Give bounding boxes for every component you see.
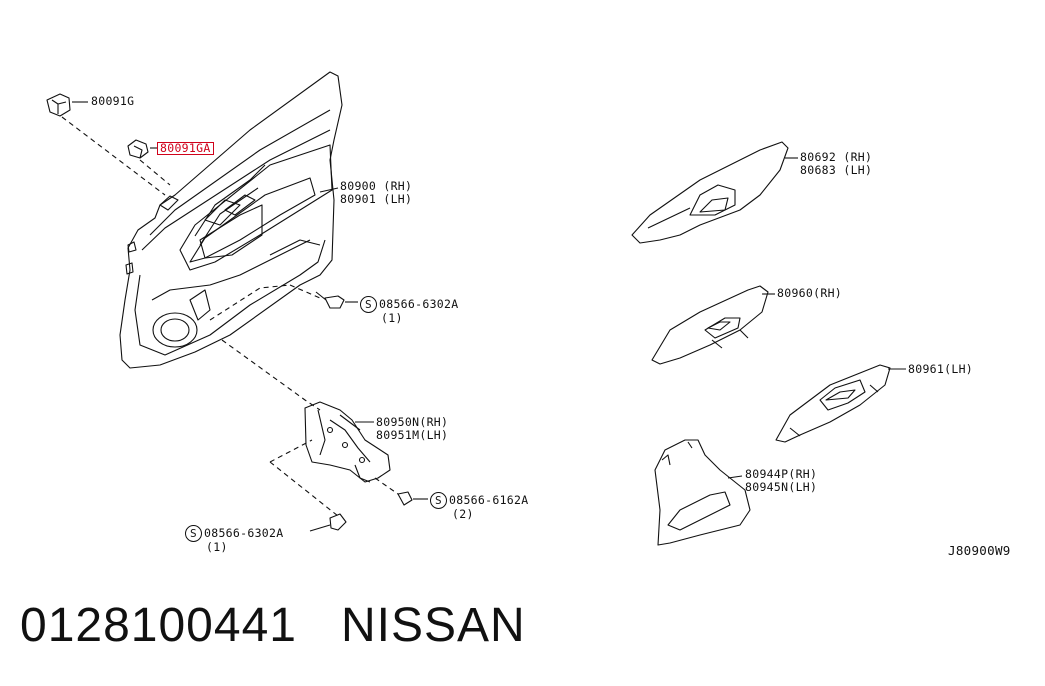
door-trim-panel bbox=[119, 71, 343, 369]
screw-symbol-icon: S bbox=[185, 525, 202, 542]
label-80951m: 80951M(LH) bbox=[376, 428, 449, 442]
parts-diagram bbox=[46, 71, 906, 546]
label-80950n: 80950N(RH) bbox=[376, 415, 449, 429]
label-80683: 80683 (LH) bbox=[800, 163, 873, 177]
switch-panel-80961 bbox=[775, 364, 891, 443]
label-80961: 80961(LH) bbox=[908, 362, 974, 376]
clip-80091g bbox=[46, 93, 71, 117]
screw-symbol-icon: S bbox=[360, 296, 377, 313]
screw-mid-number: 08566-6162A bbox=[449, 493, 529, 507]
label-80091ga-highlighted[interactable]: 80091GA bbox=[157, 142, 214, 155]
label-80692: 80692 (RH) bbox=[800, 150, 873, 164]
screw-lower-number: 08566-6302A bbox=[204, 526, 284, 540]
label-screw-lower-qty: (1) bbox=[206, 540, 228, 554]
finisher-80944p bbox=[654, 439, 751, 546]
diagram-code: J80900W9 bbox=[948, 543, 1011, 558]
brand-name: NISSAN bbox=[340, 599, 526, 652]
clip-80091ga bbox=[127, 139, 149, 159]
label-80944p: 80944P(RH) bbox=[745, 467, 818, 481]
label-screw-upper-qty: (1) bbox=[381, 311, 403, 325]
label-80945n: 80945N(LH) bbox=[745, 480, 818, 494]
screw-upper bbox=[315, 291, 345, 309]
switch-panel-80960 bbox=[651, 285, 769, 365]
label-80900: 80900 (RH) bbox=[340, 179, 413, 193]
label-80901: 80901 (LH) bbox=[340, 192, 413, 206]
screw-upper-number: 08566-6302A bbox=[379, 297, 459, 311]
footer-caption: 0128100441 NISSAN bbox=[20, 598, 526, 653]
screw-symbol-icon: S bbox=[430, 492, 447, 509]
label-80960: 80960(RH) bbox=[777, 286, 843, 300]
label-screw-mid-qty: (2) bbox=[452, 507, 474, 521]
label-80091g: 80091G bbox=[91, 94, 135, 108]
screw-lower bbox=[329, 513, 347, 531]
bracket bbox=[304, 401, 391, 483]
part-number: 0128100441 bbox=[20, 599, 297, 652]
finisher-80692 bbox=[631, 141, 789, 244]
screw-mid bbox=[397, 491, 413, 506]
